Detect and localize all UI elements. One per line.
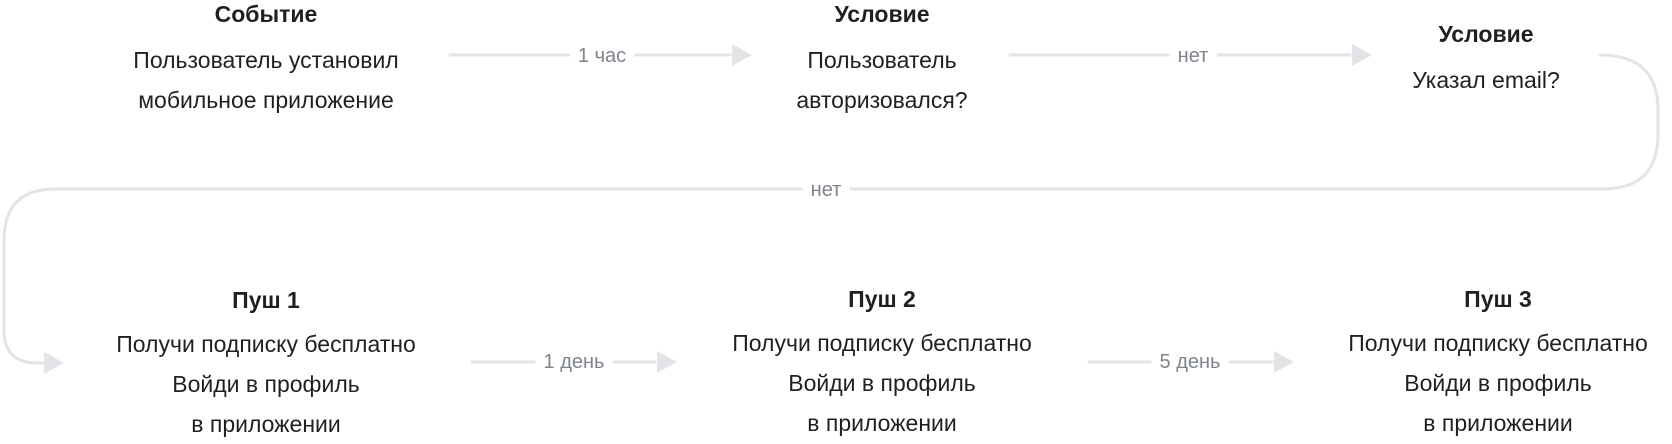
node-title: Условие bbox=[834, 1, 930, 27]
arrowhead-icon bbox=[1274, 351, 1294, 373]
edge-label-no: нет bbox=[1169, 44, 1217, 68]
node-text-line: мобильное приложение bbox=[138, 87, 394, 113]
node-text-line: в приложении bbox=[1423, 410, 1573, 436]
arrowhead-icon bbox=[44, 352, 64, 374]
node-push-1: Пуш 1 Получи подписку бесплатно Войди в … bbox=[116, 286, 416, 444]
node-condition-authorized: Условие Пользователь авторизовался? bbox=[796, 0, 967, 120]
node-title: Пуш 2 bbox=[848, 286, 916, 312]
edge-label-1-hour: 1 час bbox=[569, 44, 635, 68]
node-title: Пуш 3 bbox=[1464, 286, 1532, 312]
edge-line-condition-to-push1 bbox=[2, 53, 1660, 365]
node-text-line: авторизовался? bbox=[796, 87, 968, 113]
node-condition-email: Условие Указал email? bbox=[1412, 20, 1560, 100]
node-text-line: Войди в профиль bbox=[788, 370, 976, 396]
node-text-line: Получи подписку бесплатно bbox=[732, 330, 1032, 356]
node-text-line: Получи подписку бесплатно bbox=[1348, 330, 1648, 356]
edge-label-1-day: 1 день bbox=[535, 350, 613, 374]
node-push-2: Пуш 2 Получи подписку бесплатно Войди в … bbox=[732, 285, 1032, 443]
node-text-line: Пользователь bbox=[807, 47, 957, 73]
node-text-line: в приложении bbox=[191, 411, 341, 437]
arrowhead-icon bbox=[657, 351, 677, 373]
edge-label-no: нет bbox=[802, 178, 850, 202]
node-text-line: Указал email? bbox=[1412, 67, 1560, 93]
node-title: Условие bbox=[1438, 21, 1534, 47]
node-event: Событие Пользователь установил мобильное… bbox=[133, 0, 398, 120]
node-text-line: Войди в профиль bbox=[1404, 370, 1592, 396]
node-push-3: Пуш 3 Получи подписку бесплатно Войди в … bbox=[1348, 285, 1648, 443]
node-text-line: Получи подписку бесплатно bbox=[116, 331, 416, 357]
node-title: Пуш 1 bbox=[232, 287, 300, 313]
node-text-line: в приложении bbox=[807, 410, 957, 436]
node-text-line: Войди в профиль bbox=[172, 371, 360, 397]
arrowhead-icon bbox=[1352, 44, 1372, 66]
edge-label-5-day: 5 день bbox=[1151, 350, 1229, 374]
arrowhead-icon bbox=[732, 44, 752, 66]
node-title: Событие bbox=[214, 1, 318, 27]
node-text-line: Пользователь установил bbox=[133, 47, 399, 73]
